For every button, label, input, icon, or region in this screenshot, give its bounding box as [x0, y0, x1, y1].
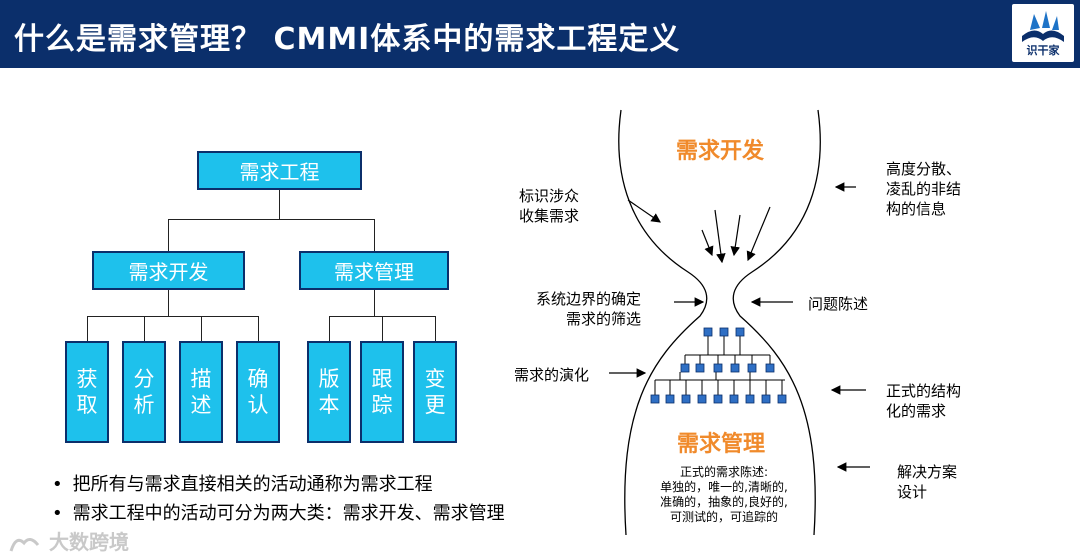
bullet-item: 把所有与需求直接相关的活动通称为需求工程	[52, 470, 505, 499]
connector	[279, 189, 280, 219]
formal-title: 正式的需求陈述:	[679, 465, 769, 479]
leaf-tracking: 跟踪	[360, 341, 404, 443]
logo-text: 识干家	[1026, 44, 1060, 57]
connector	[168, 219, 375, 220]
connector	[87, 316, 88, 342]
formal-line: 准确的，抽象的,良好的,	[660, 495, 788, 509]
header-bar: 什么是需求管理？ CMMI体系中的需求工程定义 识干家	[0, 0, 1080, 68]
leaf-validation: 确认	[236, 341, 280, 443]
connector	[168, 289, 169, 316]
connector	[374, 219, 375, 252]
page-title: 什么是需求管理？ CMMI体系中的需求工程定义	[14, 22, 681, 57]
node-label: 需求工程	[239, 160, 320, 184]
label-boundary: 系统边界的确定 需求的筛选	[536, 290, 642, 328]
watermark: 大数跨境	[8, 526, 129, 555]
label-structured: 正式的结构 化的需求	[886, 382, 962, 420]
leaf-analysis: 分析	[122, 341, 166, 443]
structure-tree	[654, 335, 785, 395]
connector	[201, 316, 202, 342]
connector	[258, 316, 259, 342]
arrows	[609, 182, 870, 472]
connector	[329, 316, 330, 342]
leaf-version: 版本	[307, 341, 351, 443]
structure-nodes	[650, 327, 787, 404]
watermark-text: 大数跨境	[48, 530, 129, 554]
leaf-specification: 描述	[179, 341, 223, 443]
connector	[374, 289, 375, 316]
logo: 识干家	[1012, 4, 1074, 62]
node-label: 需求管理	[334, 260, 414, 284]
node-requirements-development: 需求开发	[92, 251, 245, 290]
label-unstructured: 高度分散、 凌乱的非结 构的信息	[886, 160, 962, 218]
bullet-list: 把所有与需求直接相关的活动通称为需求工程 需求工程中的活动可分为两大类：需求开发…	[52, 470, 505, 528]
hourglass-outline	[618, 109, 821, 536]
formal-line: 可测试的，可追踪的	[669, 510, 778, 524]
formal-line: 单独的，唯一的,清晰的,	[660, 480, 788, 494]
hourglass-top-title: 需求开发	[676, 139, 765, 164]
label-problem: 问题陈述	[808, 295, 869, 313]
node-requirements-management: 需求管理	[299, 251, 449, 290]
connector	[144, 316, 145, 342]
watermark-logo-icon	[9, 537, 40, 551]
node-label: 需求开发	[128, 260, 209, 284]
leaf-elicitation: 获取	[65, 341, 109, 443]
label-solution: 解决方案 设计	[897, 463, 958, 501]
connector	[87, 316, 259, 317]
connector	[168, 219, 169, 252]
leaf-change: 变更	[413, 341, 457, 443]
connector	[382, 316, 383, 342]
formal-requirements-text: 正式的需求陈述: 单独的，唯一的,清晰的, 准确的，抽象的,良好的, 可测试的，…	[646, 465, 802, 525]
bullet-item: 需求工程中的活动可分为两大类：需求开发、需求管理	[52, 499, 505, 528]
open-book-icon	[1022, 11, 1064, 42]
label-evolution: 需求的演化	[514, 366, 590, 384]
connector	[435, 316, 436, 342]
label-stakeholders: 标识涉众 收集需求	[519, 187, 580, 225]
node-requirements-engineering: 需求工程	[197, 151, 362, 190]
hourglass-bottom-title: 需求管理	[677, 432, 766, 457]
